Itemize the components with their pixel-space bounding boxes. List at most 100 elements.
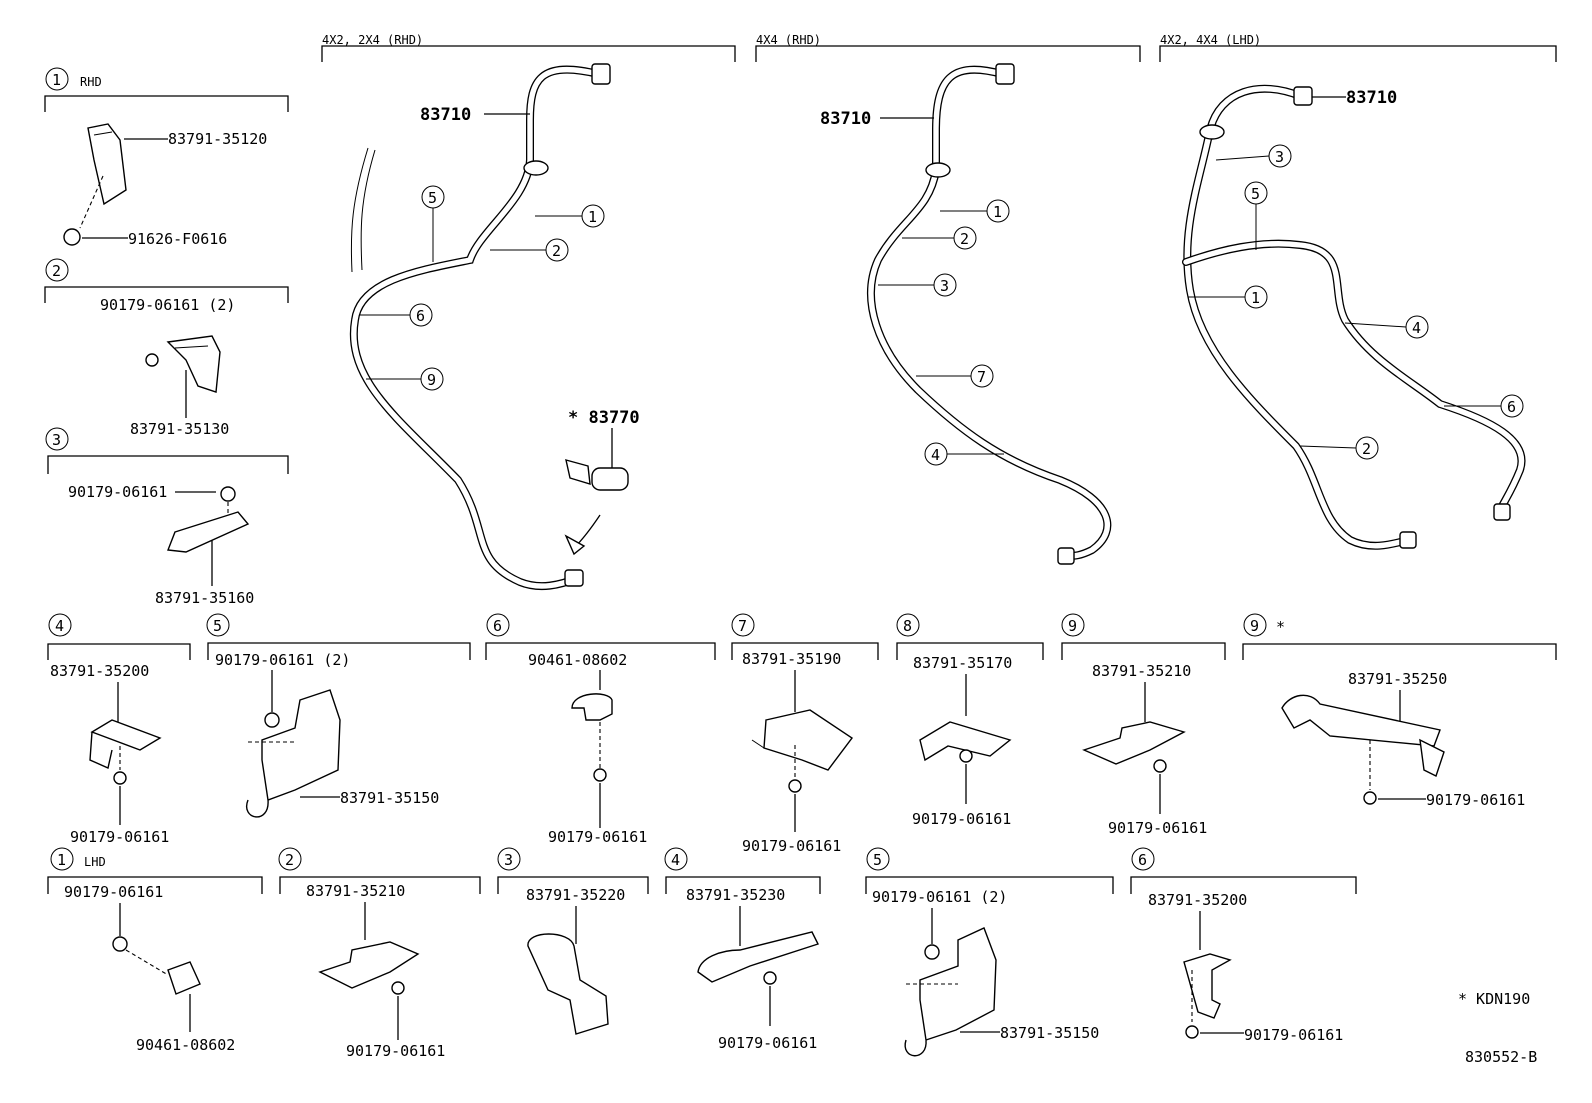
part-label: 83791-35200 [50, 662, 149, 680]
part-label: 83791-35250 [1348, 670, 1447, 688]
part-label: 83791-35120 [168, 130, 267, 148]
cable-assembly-rhd-4x4: 83710 1 2 3 7 4 [820, 63, 1112, 565]
bracket-35200 [1183, 953, 1232, 1019]
bracket-35130 [166, 335, 221, 393]
part-label: 91626-F0616 [128, 230, 227, 248]
cable-assembly-rhd-std: 83710 5 1 2 6 9 * 83770 [349, 63, 640, 591]
bracket-35120 [87, 123, 127, 206]
section-title-rhd-std: 4X2, 2X4 (RHD) [322, 33, 423, 47]
callout-number: 3 [52, 431, 61, 449]
part-label: 90179-06161 [1426, 791, 1525, 809]
detail-1-rhd: 1 RHD 83791-35120 91626-F0616 [44, 67, 289, 248]
callout-number: 7 [977, 368, 986, 386]
part-label: 90179-06161 (2) [100, 296, 235, 314]
callout-number: 1 [993, 203, 1002, 221]
detail-1-lhd: 1 LHD 90179-06161 90461-08602 [47, 847, 263, 1054]
detail-5: 5 90179-06161 (2) 83791-35150 [206, 613, 471, 818]
callout-number: 4 [931, 446, 940, 464]
speedometer-cable [349, 65, 602, 591]
callout-number: 5 [213, 617, 222, 635]
callout-number: 1 [57, 851, 66, 869]
part-label: 83710 [820, 109, 871, 129]
bracket-35190 [763, 709, 854, 771]
cable-end [564, 569, 584, 587]
grommet [1199, 124, 1225, 140]
star-mark: * [1276, 618, 1285, 636]
footnote-kdn190: * KDN190 [1458, 990, 1530, 1008]
part-label: 90179-06161 [70, 828, 169, 846]
lhd-label: LHD [84, 855, 106, 869]
detail-3-lhd: 3 83791-35220 [497, 847, 649, 1035]
nut [593, 768, 607, 782]
nut [391, 981, 405, 995]
callout-number: 2 [52, 262, 61, 280]
part-label: 83791-35170 [913, 654, 1012, 672]
part-label: 90179-06161 [912, 810, 1011, 828]
callout-number: 1 [588, 208, 597, 226]
callout-number: 6 [1507, 398, 1516, 416]
rhd-label: RHD [80, 75, 102, 89]
detail-4: 4 83791-35200 90179-06161 [47, 613, 191, 846]
callout-number: 3 [504, 851, 513, 869]
part-label: 83791-35160 [155, 589, 254, 607]
cable-connector [1293, 86, 1313, 106]
detail-6-lhd: 6 83791-35200 90179-06161 [1130, 847, 1357, 1044]
diagram-code: 830552-B [1465, 1048, 1537, 1066]
nut [264, 712, 280, 728]
nut [763, 971, 777, 985]
part-label: 90179-06161 [68, 483, 167, 501]
cable-end [1057, 547, 1075, 565]
speed-sensor [591, 467, 629, 491]
grommet [925, 162, 951, 178]
callout-number: 2 [552, 242, 561, 260]
bracket-35200 [89, 719, 162, 769]
callout-number: 3 [1275, 148, 1284, 166]
bracket-35160 [167, 511, 250, 553]
part-label: 83791-35210 [306, 882, 405, 900]
part-label: 83791-35130 [130, 420, 229, 438]
nut [924, 944, 940, 960]
bolt-f0616 [63, 228, 81, 246]
callout-number: 1 [52, 71, 61, 89]
part-label: 83791-35150 [340, 789, 439, 807]
detail-6: 6 90461-08602 90179-06161 [485, 613, 716, 846]
part-label: 83791-35150 [1000, 1024, 1099, 1042]
part-label: 90461-08602 [136, 1036, 235, 1054]
callout-number: 7 [738, 617, 747, 635]
callout-number: 4 [671, 851, 680, 869]
detail-2-rhd: 2 90179-06161 (2) 83791-35130 [44, 258, 289, 438]
arrow-icon [564, 534, 586, 556]
cable-assembly-lhd: 83710 3 5 1 4 6 2 [1182, 84, 1526, 550]
detail-7: 7 83791-35190 90179-06161 [731, 613, 879, 855]
detail-4-lhd: 4 83791-35230 90179-06161 [664, 847, 821, 1052]
callout-number: 8 [903, 617, 912, 635]
cable-connector [591, 63, 611, 85]
cable-connector [995, 63, 1015, 85]
detail-3-rhd: 3 90179-06161 83791-35160 [45, 427, 289, 607]
part-label: 83791-35220 [526, 886, 625, 904]
callout-number: 9 [1250, 617, 1259, 635]
part-label: 83791-35190 [742, 650, 841, 668]
nut [788, 779, 802, 793]
part-label: 83710 [420, 105, 471, 125]
part-label: 83791-35200 [1148, 891, 1247, 909]
callout-number: 2 [960, 230, 969, 248]
nut [1185, 1025, 1199, 1039]
callout-number: 4 [55, 617, 64, 635]
part-label: 83791-35210 [1092, 662, 1191, 680]
nut [1363, 791, 1377, 805]
section-title-rhd-4x4: 4X4 (RHD) [756, 33, 821, 47]
part-label: 90461-08602 [528, 651, 627, 669]
callout-number: 6 [493, 617, 502, 635]
part-label: 83791-35230 [686, 886, 785, 904]
callout-number: 6 [416, 307, 425, 325]
section-title-lhd: 4X2, 4X4 (LHD) [1160, 33, 1261, 47]
cable-end [1399, 531, 1417, 549]
section-rhd-std: 4X2, 2X4 (RHD) [321, 33, 736, 62]
clamp-08602 [571, 693, 613, 721]
part-label: * 83770 [568, 408, 640, 428]
callout-number: 5 [428, 189, 437, 207]
callout-number: 6 [1138, 851, 1147, 869]
